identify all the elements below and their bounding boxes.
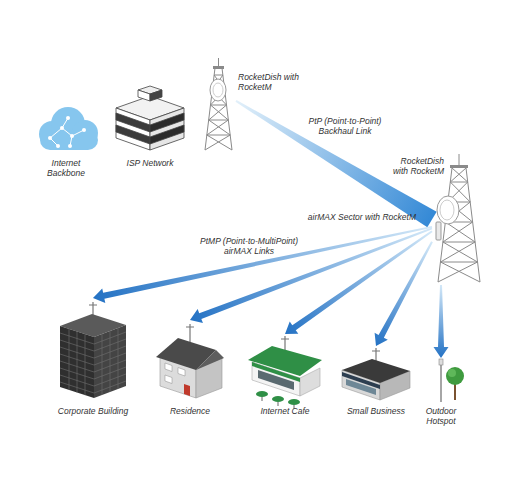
office-building-icon bbox=[60, 302, 126, 398]
server-icon bbox=[116, 86, 184, 150]
wireless-link bbox=[235, 100, 436, 227]
hotspot-pole bbox=[440, 362, 442, 402]
tree-crown bbox=[448, 369, 456, 377]
server-cap bbox=[138, 90, 150, 101]
tower-platform bbox=[450, 165, 468, 168]
illustration-node: RocketDish with RocketM bbox=[200, 58, 236, 152]
illustration-node: Internet Backbone bbox=[30, 110, 102, 154]
illustration-node: Residence bbox=[154, 320, 226, 400]
node-label: RocketDish with RocketM bbox=[238, 72, 300, 92]
cafe-window bbox=[258, 370, 294, 390]
umbrella bbox=[288, 399, 300, 405]
sector-antenna bbox=[436, 222, 441, 240]
network-dot bbox=[66, 116, 70, 120]
wireless-link bbox=[375, 241, 433, 346]
illustration-node: Internet Cafe bbox=[246, 334, 324, 406]
dish-antenna bbox=[437, 196, 459, 224]
server-side bbox=[116, 108, 150, 150]
illustration-node: Corporate Building bbox=[58, 298, 128, 400]
illustration-node: RocketDish with RocketMairMAX Sector wit… bbox=[432, 150, 484, 285]
network-dot bbox=[60, 126, 64, 130]
illustration-node: ISP Network bbox=[112, 82, 188, 152]
network-dot bbox=[70, 134, 74, 138]
tower-platform bbox=[213, 66, 224, 69]
shop-icon bbox=[342, 348, 410, 400]
tree-crown bbox=[446, 367, 464, 385]
network-dot bbox=[68, 144, 72, 148]
shop-window bbox=[346, 379, 376, 395]
roof-antenna bbox=[89, 302, 97, 316]
network-lines bbox=[50, 118, 84, 146]
umbrella-pole bbox=[262, 397, 294, 409]
server-stripe bbox=[116, 125, 150, 144]
cloud-icon bbox=[39, 107, 98, 150]
node-label: airMAX Sector with RocketM bbox=[286, 212, 416, 222]
node-label: RocketDish with RocketM bbox=[386, 156, 444, 176]
house-door bbox=[184, 384, 190, 396]
tower-icon bbox=[436, 154, 480, 282]
tower-lattice bbox=[438, 154, 480, 282]
wireless-link bbox=[434, 285, 449, 358]
dish-antenna bbox=[210, 79, 226, 101]
roof-antenna bbox=[186, 324, 194, 343]
house-icon bbox=[156, 324, 224, 398]
cafe-icon bbox=[248, 336, 322, 409]
node-label: Outdoor Hotspot bbox=[417, 406, 465, 426]
network-dot bbox=[48, 136, 52, 140]
network-dots bbox=[48, 116, 86, 148]
server-stripe bbox=[150, 125, 184, 144]
dish-antenna bbox=[440, 200, 454, 220]
link-label: PtP (Point-to-Point) Backhaul Link bbox=[295, 116, 395, 136]
house-window bbox=[178, 368, 185, 377]
hotspot-device bbox=[439, 359, 443, 365]
house-roof bbox=[196, 350, 224, 370]
house-window bbox=[165, 375, 172, 384]
node-label: Internet Cafe bbox=[235, 406, 335, 416]
network-dot bbox=[56, 144, 60, 148]
umbrella bbox=[272, 396, 284, 402]
tree-trunk bbox=[454, 384, 456, 400]
tower-lattice bbox=[205, 58, 232, 150]
hotspot-icon bbox=[439, 359, 464, 402]
window-grid bbox=[60, 328, 126, 395]
node-label: Internet Backbone bbox=[36, 158, 96, 178]
node-label: Corporate Building bbox=[43, 406, 143, 416]
node-label: Small Business bbox=[326, 406, 426, 416]
server-side bbox=[150, 108, 184, 150]
server-cap bbox=[150, 90, 162, 101]
link-group-label: PtMP (Point-to-MultiPoint) airMAX Links bbox=[185, 236, 313, 256]
node-label: Residence bbox=[140, 406, 240, 416]
tower-icon bbox=[205, 58, 232, 150]
illustration-node: Small Business bbox=[340, 346, 412, 402]
network-dot bbox=[82, 128, 86, 132]
roof-antenna bbox=[372, 348, 380, 361]
umbrella bbox=[256, 391, 268, 397]
node-label: ISP Network bbox=[126, 158, 174, 168]
dish-antenna bbox=[213, 83, 223, 97]
house-window bbox=[165, 363, 172, 372]
illustration-node: Outdoor Hotspot bbox=[420, 358, 462, 406]
